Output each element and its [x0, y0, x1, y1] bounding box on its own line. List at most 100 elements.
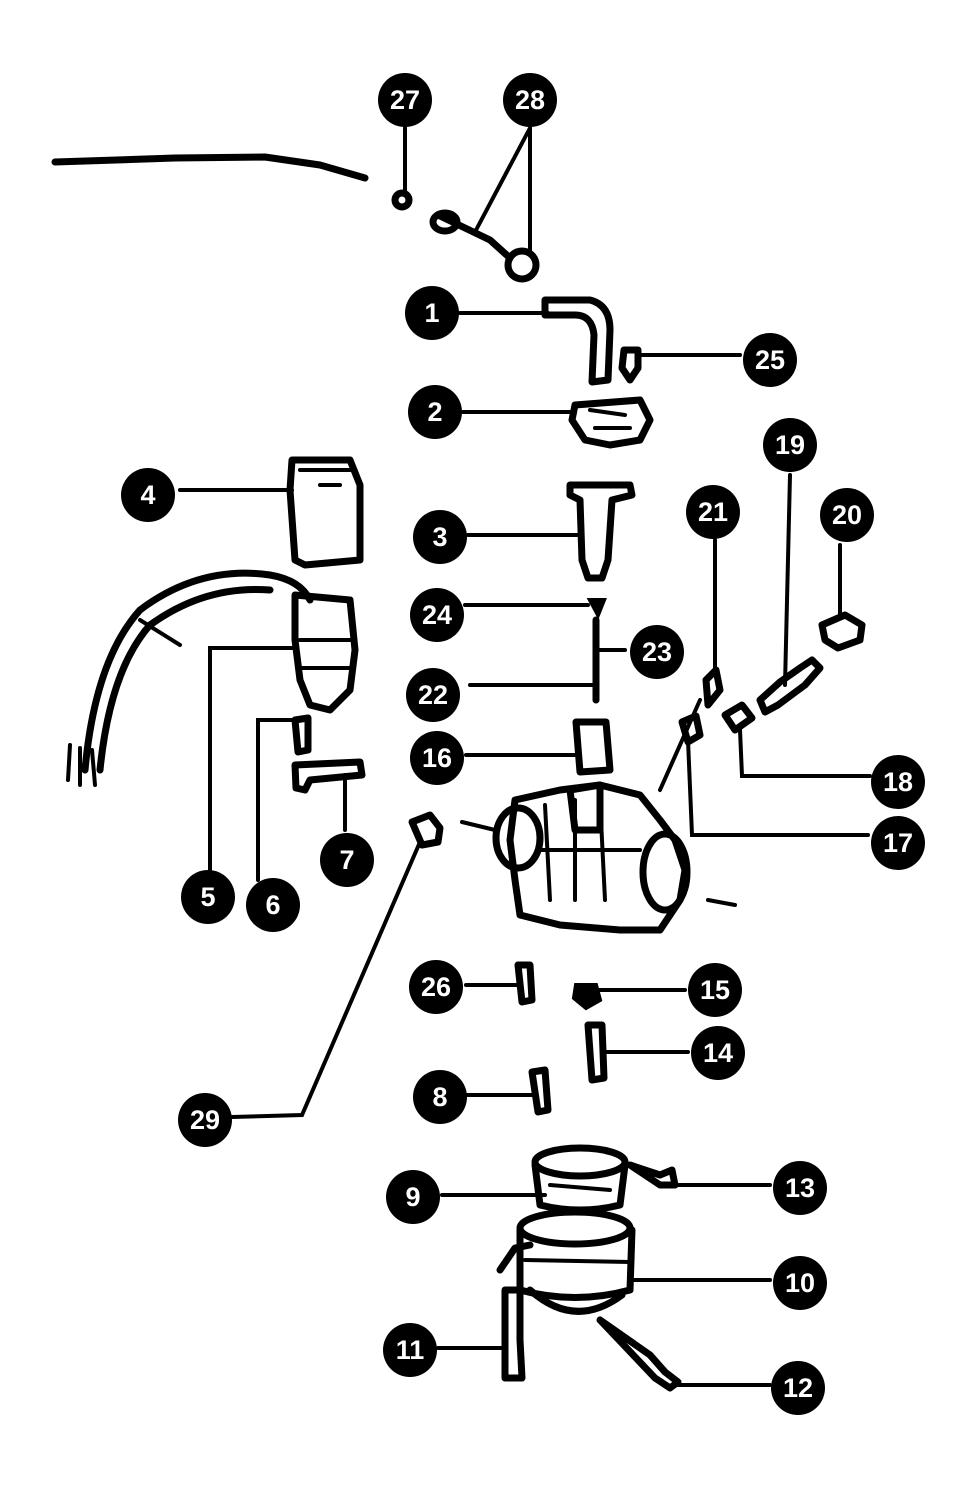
- callout-22: 22: [406, 668, 460, 722]
- callout-13: 13: [773, 1161, 827, 1215]
- callout-2: 2: [408, 385, 462, 439]
- idle-screw-stub: [460, 820, 497, 832]
- part-19-spring: [756, 656, 824, 716]
- callout-11: 11: [383, 1323, 437, 1377]
- svg-text:22: 22: [418, 680, 448, 710]
- leader-18: [738, 728, 872, 778]
- part-11-bolt: [501, 1286, 526, 1382]
- cable-loop: [81, 569, 314, 774]
- svg-text:19: 19: [775, 430, 805, 460]
- callout-9: 9: [386, 1170, 440, 1224]
- callout-12: 12: [771, 1361, 825, 1415]
- throttle-cable: [51, 153, 369, 182]
- svg-text:8: 8: [432, 1082, 447, 1112]
- part-27-washer: [391, 189, 413, 211]
- callout-24: 24: [410, 588, 464, 642]
- part-8-needle: [528, 1066, 552, 1116]
- callout-4: 4: [121, 468, 175, 522]
- leader-29: [230, 840, 422, 1119]
- svg-text:20: 20: [832, 500, 862, 530]
- callout-23: 23: [630, 625, 684, 679]
- svg-text:7: 7: [339, 845, 354, 875]
- svg-text:11: 11: [396, 1335, 425, 1365]
- part-18-screw: [721, 701, 756, 734]
- callout-27: 27: [378, 73, 432, 127]
- callout-19: 19: [763, 418, 817, 472]
- part-12-drain: [596, 1316, 682, 1392]
- callout-20: 20: [820, 488, 874, 542]
- callout-25: 25: [743, 333, 797, 387]
- svg-text:10: 10: [785, 1268, 815, 1298]
- svg-text:13: 13: [785, 1173, 815, 1203]
- overflow-pipe-stub: [706, 898, 737, 907]
- svg-text:1: 1: [424, 298, 439, 328]
- leader-5: [208, 646, 297, 872]
- svg-text:23: 23: [642, 637, 672, 667]
- part-7-arm: [291, 758, 366, 794]
- svg-text:24: 24: [422, 600, 452, 630]
- callout-26: 26: [409, 960, 463, 1014]
- callout-3: 3: [413, 510, 467, 564]
- part-20-cap: [818, 611, 866, 652]
- svg-text:5: 5: [200, 882, 215, 912]
- part-26-pin: [514, 961, 536, 1006]
- float-bowl-assembly: [516, 1144, 636, 1315]
- leader-17: [686, 738, 870, 837]
- svg-text:26: 26: [421, 972, 451, 1002]
- part-29-clip: [408, 811, 444, 849]
- svg-text:2: 2: [427, 397, 442, 427]
- part-13-screw: [626, 1161, 679, 1189]
- leader-6: [256, 718, 297, 882]
- part-6-lever: [291, 714, 312, 756]
- part-28-adjuster: [429, 209, 540, 283]
- callout-14: 14: [691, 1026, 745, 1080]
- callout-15: 15: [688, 963, 742, 1017]
- svg-text:12: 12: [783, 1373, 813, 1403]
- callout-29: 29: [178, 1093, 232, 1147]
- cable-clip: [138, 618, 182, 647]
- part-4-cap: [286, 456, 364, 569]
- callout-5: 5: [181, 870, 235, 924]
- carburettor-body: [492, 781, 691, 934]
- svg-text:21: 21: [698, 497, 728, 527]
- svg-text:25: 25: [755, 345, 785, 375]
- callout-18: 18: [871, 755, 925, 809]
- svg-text:4: 4: [140, 480, 155, 510]
- callout-28: 28: [503, 73, 557, 127]
- svg-text:3: 3: [432, 522, 447, 552]
- part-14-jet: [584, 1021, 608, 1084]
- svg-text:27: 27: [390, 85, 420, 115]
- part-16-jet-holder: [572, 718, 614, 776]
- svg-text:17: 17: [883, 828, 913, 858]
- callout-1: 1: [405, 286, 459, 340]
- callouts: 27 28 1 25 2 19 4 21 20 3 24 23 22 16 18…: [121, 73, 925, 1415]
- leader-lines: [178, 126, 872, 1387]
- svg-text:15: 15: [700, 975, 730, 1005]
- svg-text:9: 9: [405, 1182, 420, 1212]
- callout-7: 7: [320, 833, 374, 887]
- svg-text:18: 18: [883, 767, 913, 797]
- part-2-cap: [568, 396, 654, 449]
- part-15-plug: [571, 983, 603, 1011]
- cable-ends: [66, 743, 97, 787]
- svg-text:6: 6: [265, 890, 280, 920]
- part-17-ring: [678, 712, 704, 746]
- parts-layer: [51, 153, 866, 1392]
- leader-19: [783, 473, 792, 687]
- part-21-screw: [702, 666, 724, 709]
- part-24-clip: [586, 598, 607, 620]
- callout-6: 6: [246, 878, 300, 932]
- svg-text:16: 16: [422, 743, 452, 773]
- callout-16: 16: [410, 731, 464, 785]
- part-5-choke-body: [291, 591, 359, 714]
- leader-28: [473, 126, 532, 254]
- part-25-screw: [618, 346, 642, 384]
- bowl-bracket: [496, 1241, 534, 1274]
- svg-text:14: 14: [703, 1038, 733, 1068]
- callout-17: 17: [871, 816, 925, 870]
- svg-text:29: 29: [190, 1105, 220, 1135]
- part-3-slide: [566, 481, 636, 582]
- svg-text:28: 28: [515, 85, 545, 115]
- callout-10: 10: [773, 1256, 827, 1310]
